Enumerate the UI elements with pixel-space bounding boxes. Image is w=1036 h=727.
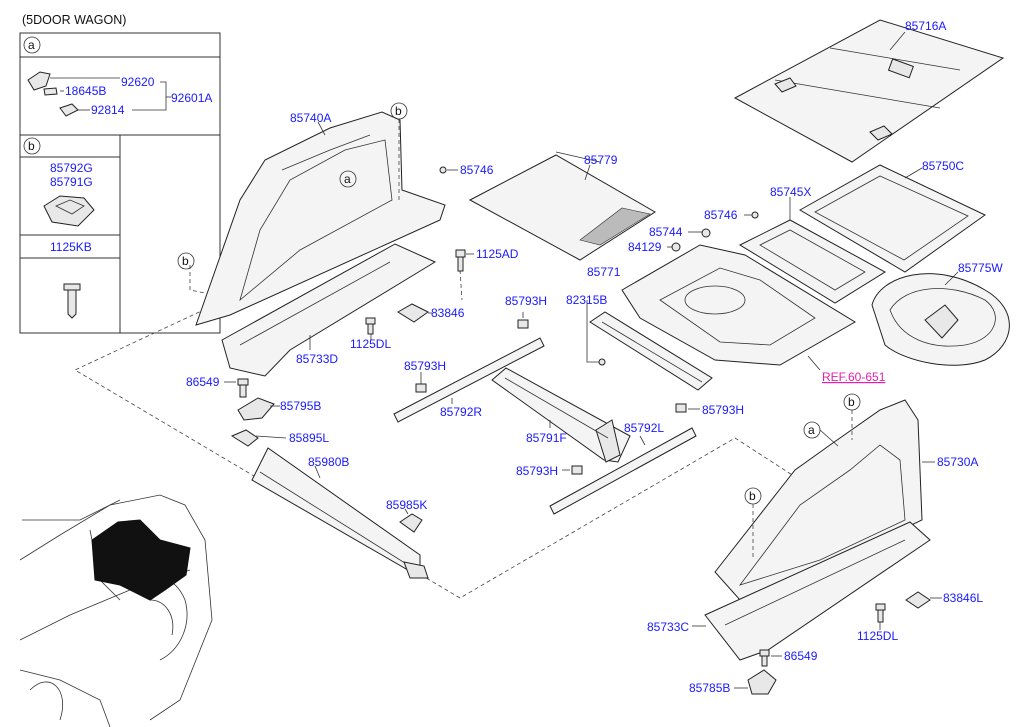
label-86549-right: 86549 — [784, 649, 818, 663]
svg-text:b: b — [848, 395, 855, 409]
svg-text:a: a — [808, 423, 815, 437]
part-85733C-right-sill: 85733C — [647, 521, 931, 661]
part-85716A-floor-board: 85716A — [733, 19, 1005, 163]
label-85895L: 85895L — [289, 431, 329, 445]
label-85793H-right: 85793H — [702, 403, 744, 417]
part-85792L-rail: 85792L — [549, 421, 697, 515]
vehicle-location-illustration — [19, 494, 213, 727]
label-92601A: 92601A — [171, 91, 212, 105]
label-85771: 85771 — [587, 265, 621, 279]
svg-text:b: b — [395, 104, 402, 118]
inset-legend-box: a 18645B 92620 92814 92601A b 85792G 857… — [19, 32, 221, 334]
label-85775W: 85775W — [958, 261, 1003, 275]
part-85740A-left-quarter-trim: 85740A — [195, 111, 446, 326]
label-85793H-left: 85793H — [404, 359, 446, 373]
label-85791F: 85791F — [526, 431, 567, 445]
clip-92620-shape — [27, 71, 51, 91]
label-85793H-top: 85793H — [505, 294, 547, 308]
label-83846: 83846 — [431, 306, 465, 320]
part-83846L-bracket: 83846L 1125DL — [857, 591, 983, 643]
callout-b-left — [177, 252, 195, 270]
label-83846L: 83846L — [943, 591, 983, 605]
callout-circles: a a b b b b — [177, 102, 861, 560]
part-83846-bracket: 83846 1125DL — [350, 303, 465, 351]
svg-text:b: b — [749, 489, 756, 503]
part-85750C-tray: 85750C — [798, 159, 986, 273]
label-92814: 92814 — [91, 103, 125, 117]
fasteners-85744-85746-84129: 85744 84129 85746 — [628, 208, 759, 254]
part-85793H-clips: 85793H 85793H 85793H 85793H — [404, 294, 744, 478]
label-85750C: 85750C — [922, 159, 964, 173]
label-85733C: 85733C — [647, 620, 689, 634]
part-85733D-left-sill: 85733D — [221, 243, 437, 377]
part-85895L-strap: 85895L — [230, 429, 329, 447]
label-85746-left: 85746 — [460, 163, 494, 177]
label-1125AD: 1125AD — [476, 247, 519, 261]
label-85791G: 85791G — [50, 175, 93, 189]
diagram-title: (5DOOR WAGON) — [22, 13, 126, 27]
part-86549-bolt-left: 86549 85795B — [186, 375, 321, 421]
cap-92814-shape — [59, 103, 79, 117]
label-85730A: 85730A — [937, 455, 978, 469]
part-85791F-partition-bar: 85791F — [491, 367, 631, 463]
part-floor-pan-reference: REF.60-651 — [621, 244, 886, 384]
bolt-1125KB-shank — [67, 289, 77, 319]
label-85740A: 85740A — [290, 111, 331, 125]
label-85716A: 85716A — [905, 19, 946, 33]
bolt-1125KB-head — [63, 283, 81, 291]
part-85779-cargo-net: 85779 — [468, 151, 656, 261]
part-85775W-spare-tub: 85775W — [871, 261, 1010, 366]
assembly-dash-outline — [74, 299, 801, 599]
svg-text:a: a — [344, 172, 351, 186]
label-85980B: 85980B — [308, 455, 349, 469]
label-85793H-bottom: 85793H — [516, 464, 558, 478]
part-1125AD-bolt: 1125AD — [455, 247, 519, 272]
label-92620: 92620 — [121, 75, 155, 89]
hook-85792G-shape — [43, 195, 95, 227]
label-84129: 84129 — [628, 240, 662, 254]
label-1125DL-left: 1125DL — [350, 337, 391, 351]
label-1125DL-right: 1125DL — [857, 629, 898, 643]
label-85744: 85744 — [649, 225, 683, 239]
reference-link-60-651[interactable]: REF.60-651 — [822, 370, 886, 384]
section-b-letter: b — [28, 139, 35, 153]
label-85779: 85779 — [584, 153, 618, 167]
svg-text:b: b — [182, 254, 189, 268]
label-85792G: 85792G — [50, 161, 93, 175]
label-86549-left: 86549 — [186, 375, 220, 389]
label-85792R: 85792R — [440, 405, 482, 419]
label-85985K: 85985K — [386, 498, 427, 512]
label-1125KB: 1125KB — [50, 240, 92, 254]
section-a-circle — [23, 36, 41, 54]
label-82315B: 82315B — [566, 293, 607, 307]
part-86549-bolt-right: 86549 85785B — [689, 649, 818, 695]
section-b-circle — [23, 137, 41, 155]
part-85980B-luggage-screen: 85980B — [251, 447, 429, 579]
part-85985K-clip: 85985K — [386, 498, 427, 533]
label-85785B: 85785B — [689, 681, 730, 695]
label-18645B: 18645B — [65, 84, 106, 98]
part-85771-sill-plate: 85771 82315B — [566, 265, 713, 391]
label-85746-right: 85746 — [704, 208, 738, 222]
pin-18645B-shape — [43, 87, 58, 96]
cargo-area-highlight — [91, 519, 191, 601]
section-a-letter: a — [28, 38, 35, 52]
part-85746-screw: 85746 — [439, 163, 494, 177]
label-85733D: 85733D — [296, 352, 338, 366]
label-85795B: 85795B — [280, 399, 321, 413]
part-85745X-plate: 85745X — [738, 185, 886, 304]
label-85745X: 85745X — [770, 185, 811, 199]
part-85792R-rail: 85792R — [393, 337, 545, 423]
label-85792L: 85792L — [624, 421, 664, 435]
callout-a-left — [339, 170, 357, 188]
